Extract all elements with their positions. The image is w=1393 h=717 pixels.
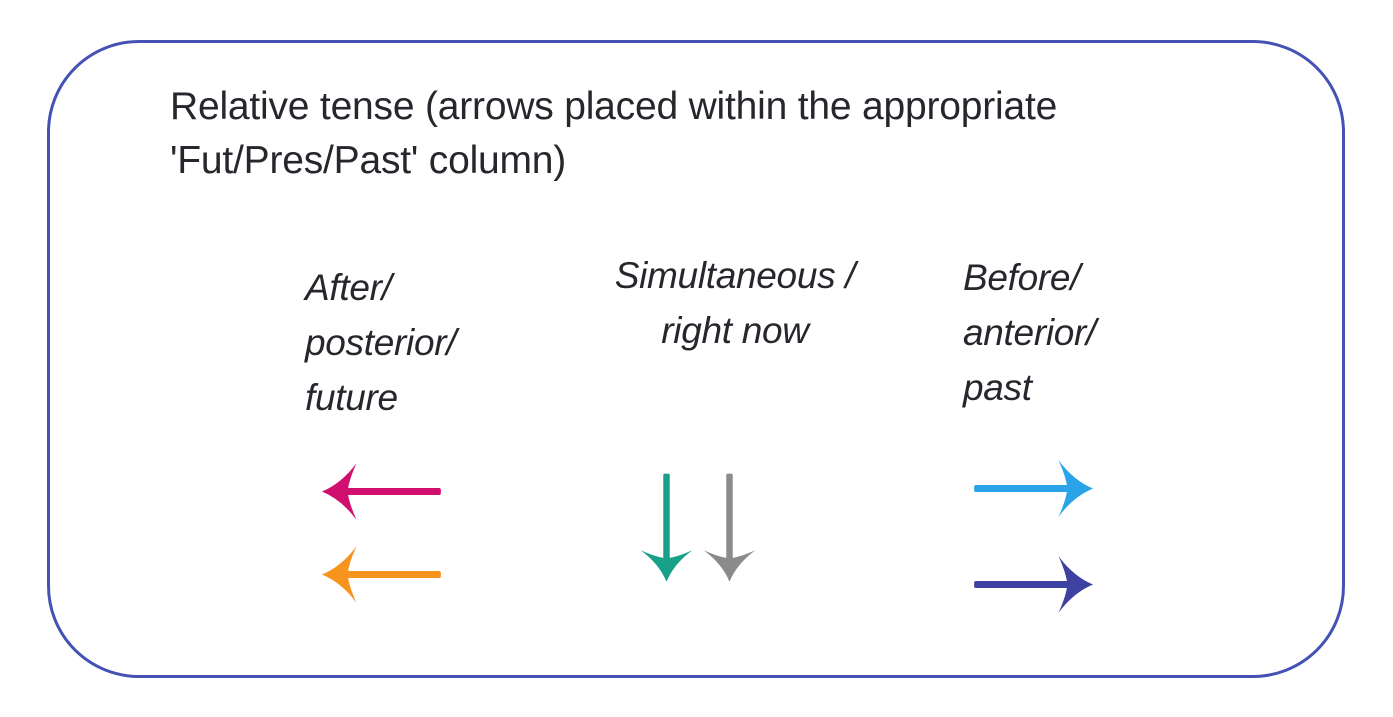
left-arrow-orange-icon	[321, 546, 441, 603]
column-label-past: Before/ anterior/ past	[963, 257, 1097, 408]
diagram-frame-border	[47, 40, 1345, 678]
down-arrow-teal-icon	[640, 473, 693, 582]
left-arrow-magenta-icon	[321, 463, 441, 520]
column-label-future: After/ posterior/ future	[305, 267, 457, 418]
column-label-present: Simultaneous / right now	[614, 255, 856, 351]
right-arrow-indigo-icon	[974, 556, 1094, 613]
diagram-title: Relative tense (arrows placed within the…	[170, 85, 1058, 182]
right-arrow-lightblue-icon	[974, 460, 1094, 517]
down-arrow-gray-icon	[703, 473, 756, 582]
